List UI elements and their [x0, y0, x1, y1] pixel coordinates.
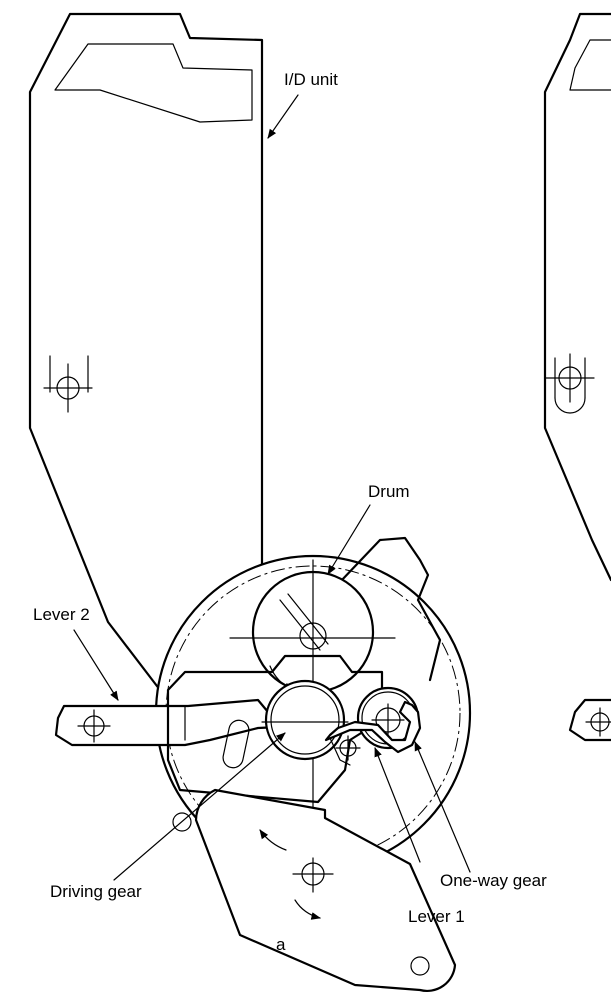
label-one-way-gear: One-way gear — [440, 871, 547, 890]
lever-1 — [324, 700, 422, 766]
bottom-lever — [172, 788, 457, 992]
label-drum: Drum — [368, 482, 410, 501]
label-driving-gear: Driving gear — [50, 882, 142, 901]
label-direction-a: a — [276, 935, 286, 954]
label-lever-1: Lever 1 — [408, 907, 465, 926]
label-lever-2: Lever 2 — [33, 605, 90, 624]
right-unit-partial — [543, 12, 611, 742]
leader-lines — [73, 94, 471, 881]
upper-bracket — [338, 536, 442, 682]
lever-2 — [54, 698, 302, 747]
plate-slot — [222, 719, 250, 769]
drum — [229, 559, 396, 851]
label-id-unit: I/D unit — [284, 70, 338, 89]
